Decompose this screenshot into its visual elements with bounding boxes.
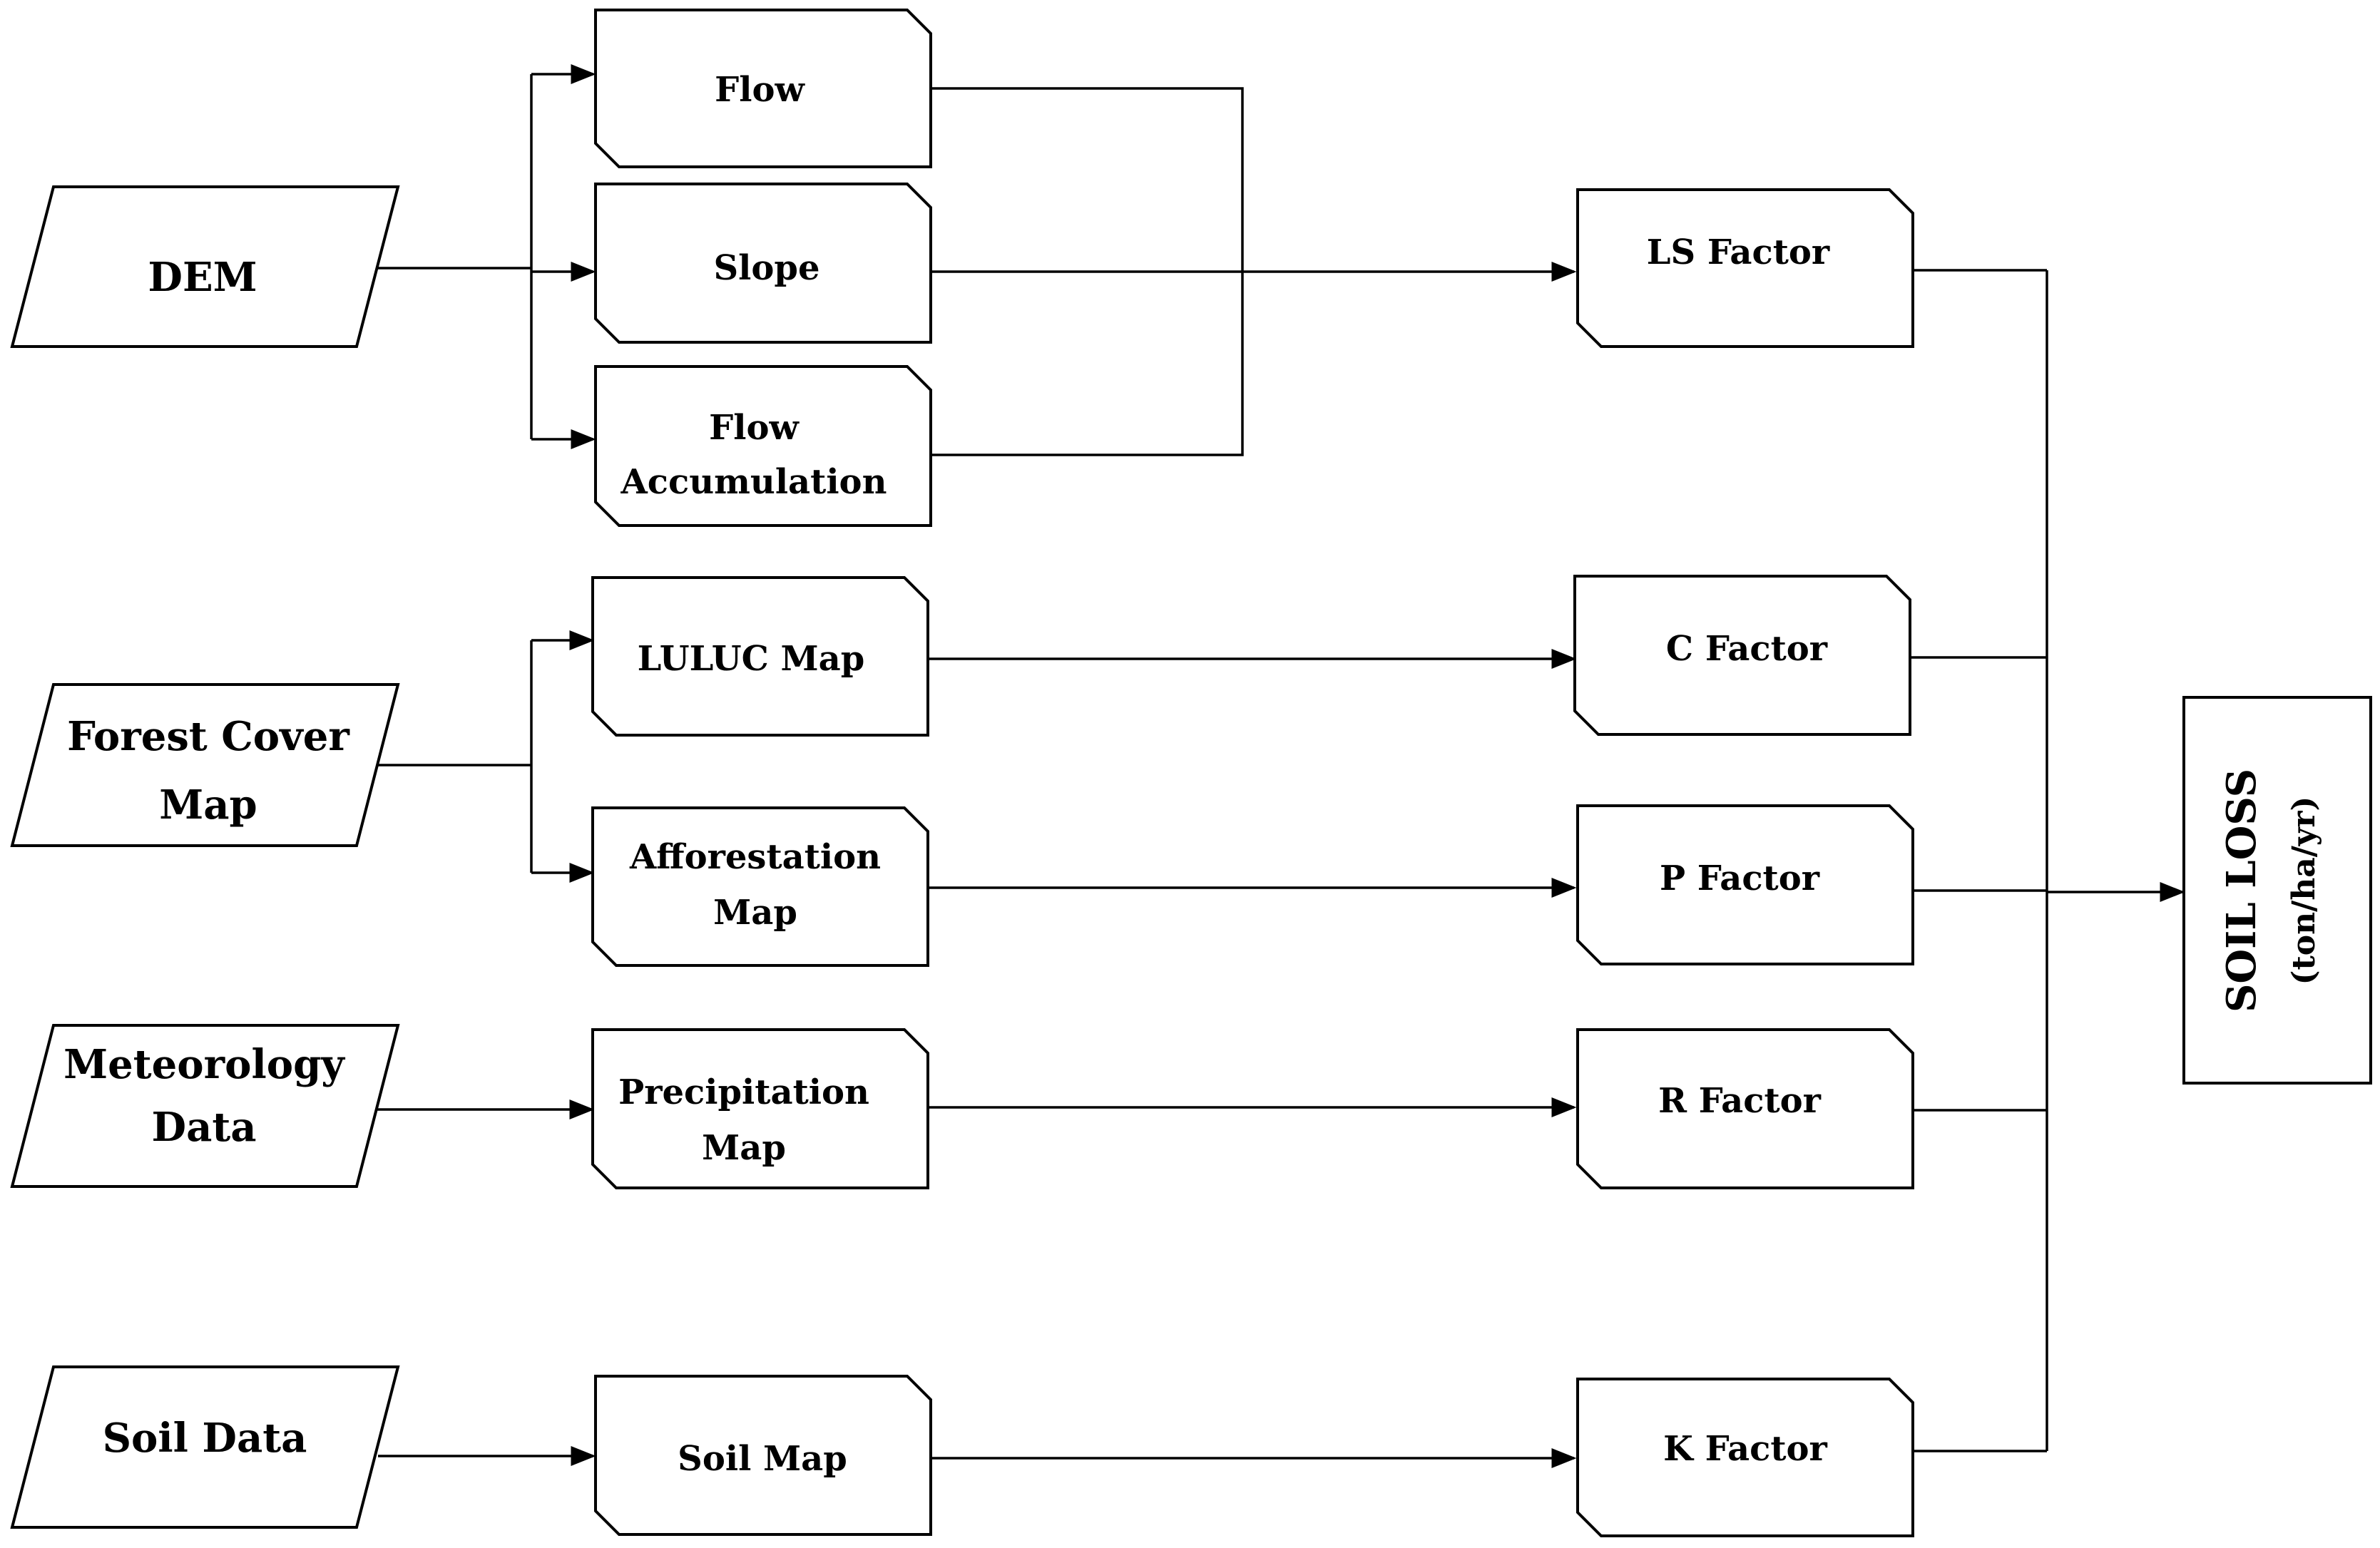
input-meteo-label-2: Data [152, 1104, 257, 1151]
process-slope-label: Slope [713, 248, 819, 288]
process-luluc-map: LULUC Map [591, 576, 929, 737]
factor-p: P Factor [1576, 804, 1914, 965]
output-soil-loss: SOIL LOSS (ton/ha/yr) [2182, 696, 2372, 1085]
process-flow-accumulation: Flow Accumulation [594, 365, 932, 527]
process-affor-label-2: Map [713, 893, 797, 933]
factor-ls: LS Factor [1576, 188, 1914, 348]
connectors [377, 64, 2185, 1468]
input-dem-label: DEM [148, 254, 257, 301]
factor-c: C Factor [1573, 575, 1911, 736]
process-slope: Slope [594, 183, 932, 344]
output-title: SOIL LOSS [2218, 769, 2265, 1013]
process-flowacc-label-1: Flow [709, 408, 800, 448]
factor-k: K Factor [1576, 1378, 1914, 1537]
output-unit: (ton/ha/yr) [2286, 796, 2322, 985]
process-affor-label-1: Afforestation [629, 837, 881, 877]
process-precip-label-2: Map [702, 1128, 786, 1168]
input-dem: DEM [10, 185, 400, 348]
input-forest-cover-map: Forest Cover Map [10, 683, 400, 847]
process-soil-map: Soil Map [594, 1375, 932, 1536]
factor-r-label: R Factor [1658, 1081, 1822, 1121]
process-flow-label: Flow [715, 70, 805, 110]
process-luluc-label: LULUC Map [638, 639, 865, 679]
factor-k-label: K Factor [1663, 1429, 1827, 1469]
factor-r: R Factor [1576, 1028, 1914, 1189]
process-flow: Flow [594, 9, 932, 168]
process-precip-label-1: Precipitation [618, 1072, 869, 1112]
factor-c-label: C Factor [1666, 629, 1828, 669]
input-meteo-label-1: Meteorology [63, 1041, 345, 1088]
input-forest-label-1: Forest Cover [67, 713, 350, 760]
process-soilmap-label: Soil Map [678, 1439, 847, 1479]
process-precipitation-map: Precipitation Map [591, 1028, 929, 1189]
process-flowacc-label-2: Accumulation [620, 462, 887, 502]
process-afforestation-map: Afforestation Map [591, 806, 929, 967]
input-soil-data: Soil Data [10, 1365, 400, 1529]
input-meteorology-data: Meteorology Data [10, 1024, 400, 1188]
input-forest-label-2: Map [159, 781, 257, 829]
input-soil-label: Soil Data [103, 1415, 307, 1462]
factor-p-label: P Factor [1660, 858, 1820, 898]
factor-ls-label: LS Factor [1647, 232, 1830, 272]
